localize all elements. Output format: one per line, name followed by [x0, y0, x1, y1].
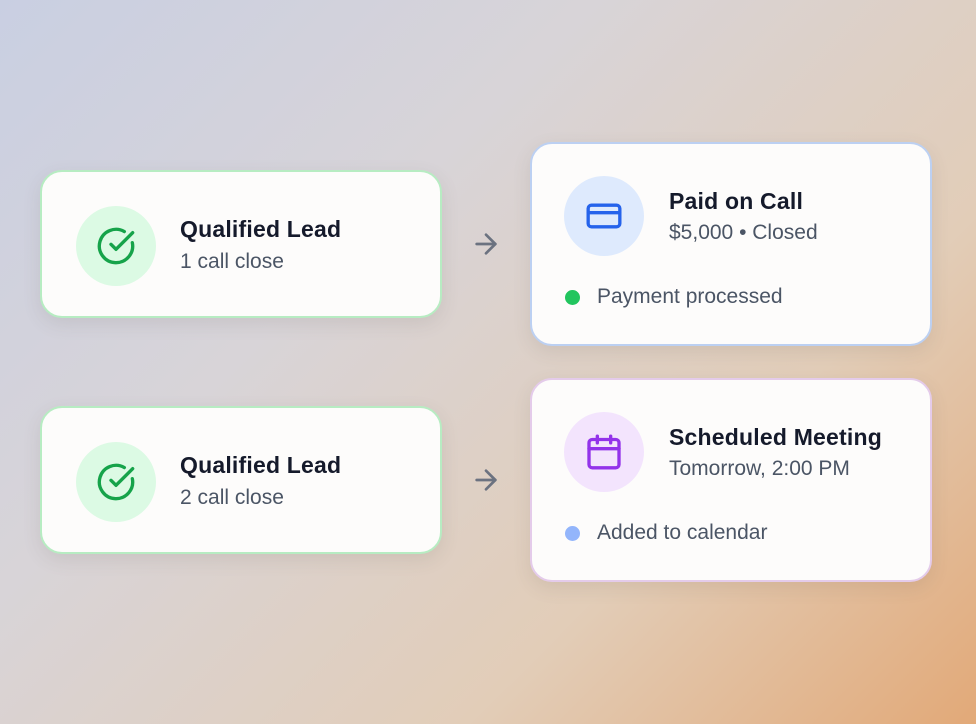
check-circle-icon — [76, 206, 156, 286]
lead-subtitle: 1 call close — [180, 250, 284, 273]
status-dot — [565, 290, 580, 305]
check-circle-icon — [76, 442, 156, 522]
result-title: Scheduled Meeting — [669, 424, 882, 450]
calendar-icon — [564, 412, 644, 492]
status-text: Payment processed — [597, 285, 783, 308]
result-subtitle: $5,000 • Closed — [669, 221, 818, 244]
lead-subtitle: 2 call close — [180, 486, 284, 509]
arrow-right-icon — [470, 228, 502, 260]
status-dot — [565, 526, 580, 541]
status-text: Added to calendar — [597, 521, 768, 544]
lead-title: Qualified Lead — [180, 216, 342, 242]
result-subtitle: Tomorrow, 2:00 PM — [669, 457, 850, 480]
lead-card-2-call: Qualified Lead 2 call close — [40, 406, 442, 554]
lead-card-1-call: Qualified Lead 1 call close — [40, 170, 442, 318]
scheduled-meeting-card: Scheduled Meeting Tomorrow, 2:00 PM Adde… — [530, 378, 932, 582]
arrow-right-icon — [470, 464, 502, 496]
lead-title: Qualified Lead — [180, 452, 342, 478]
result-title: Paid on Call — [669, 188, 804, 214]
paid-on-call-card: Paid on Call $5,000 • Closed Payment pro… — [530, 142, 932, 346]
credit-card-icon — [564, 176, 644, 256]
